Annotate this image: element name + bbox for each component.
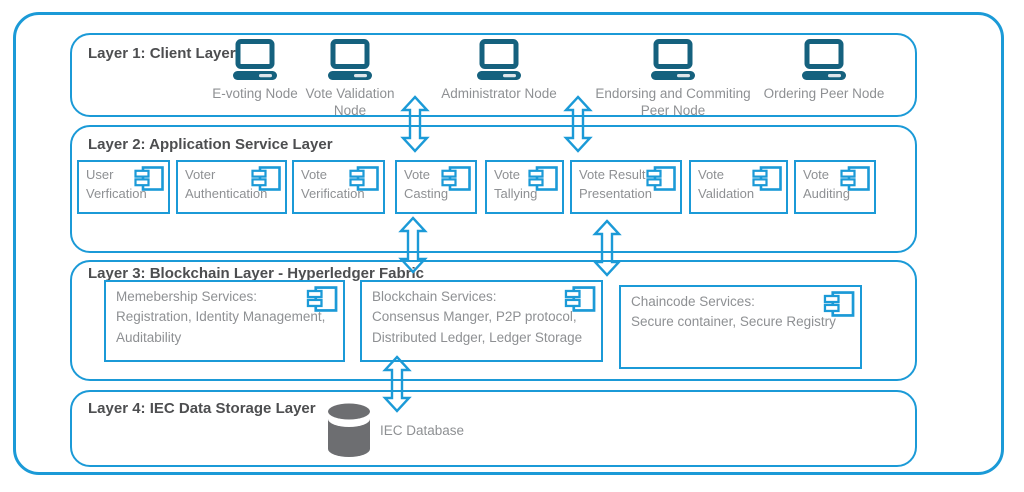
client-node-evoting: E-voting Node [170,39,340,103]
layer1-client-layer: Layer 1: Client Layer E-voting Node Vote… [70,33,917,120]
uml-component-icon [349,166,379,191]
client-node-endorsing-peer: Endorsing and Commiting Peer Node [583,39,763,120]
membership-services-text: Memebership Services: Registration, Iden… [116,289,326,345]
double-headed-arrow-icon [563,95,593,153]
uml-component-icon [564,286,596,312]
uml-component-icon [823,291,855,317]
node-label: Ordering Peer Node [763,86,885,101]
uml-component-icon [251,166,281,191]
service-box-vote-tallying: Vote Tallying [485,160,564,214]
service-box-vote-auditing: Vote Auditing [794,160,876,214]
uml-component-icon [528,166,558,191]
node-label: E-voting Node [212,86,298,101]
double-headed-arrow-icon [592,219,622,277]
service-box-vote-verification: Vote Verification [292,160,385,214]
uml-component-icon [134,166,164,191]
client-node-administrator: Administrator Node [414,39,584,103]
computer-icon [477,39,521,80]
double-headed-arrow-icon [400,95,430,153]
chaincode-services-box: Chaincode Services: Secure container, Se… [619,285,862,369]
uml-component-icon [306,286,338,312]
layer4-title: Layer 4: IEC Data Storage Layer [88,400,316,417]
layer3-title: Layer 3: Blockchain Layer - Hyperledger … [88,265,424,282]
computer-icon [802,39,846,80]
service-box-voter-authentication: Voter Authentication [176,160,287,214]
layer1-title: Layer 1: Client Layer [88,45,236,62]
node-label: Vote Validation Node [305,86,395,118]
blockchain-services-text: Blockchain Services: Consensus Manger, P… [372,289,583,345]
double-headed-arrow-icon [382,355,412,413]
computer-icon [651,39,695,80]
uml-component-icon [441,166,471,191]
layer2-title: Layer 2: Application Service Layer [88,136,333,153]
uml-component-icon [646,166,676,191]
service-label: Vote Tallying [494,167,538,201]
database-label: IEC Database [380,423,465,438]
membership-services-box: Memebership Services: Registration, Iden… [104,280,345,362]
blockchain-services-box: Blockchain Services: Consensus Manger, P… [360,280,603,362]
service-label: Vote Validation [698,167,755,201]
client-node-ordering-peer: Ordering Peer Node [739,39,909,103]
layer3-blockchain-layer: Layer 3: Blockchain Layer - Hyperledger … [70,260,917,381]
node-label: Endorsing and Commiting Peer Node [595,86,751,118]
uml-component-icon [752,166,782,191]
node-label: Administrator Node [441,86,557,101]
double-headed-arrow-icon [398,216,428,274]
service-label: Vote Result Presentation [579,167,652,201]
service-box-user-verfication: User Verfication [77,160,170,214]
client-node-vote-validation: Vote Validation Node [265,39,435,120]
diagram-outer-border [13,12,1004,475]
computer-icon [233,39,277,80]
service-label: User Verfication [86,167,147,201]
service-label: Vote Verification [301,167,365,201]
layer2-application-service-layer: Layer 2: Application Service Layer User … [70,125,917,253]
service-box-vote-validation: Vote Validation [689,160,788,214]
database-cylinder-icon [328,403,370,457]
computer-icon [328,39,372,80]
service-box-vote-casting: Vote Casting [395,160,477,214]
layer4-iec-data-storage-layer: Layer 4: IEC Data Storage Layer IEC Data… [70,390,917,467]
uml-component-icon [840,166,870,191]
service-box-vote-result-presentation: Vote Result Presentation [570,160,682,214]
service-label: Vote Auditing [803,167,850,201]
service-label: Voter Authentication [185,167,268,201]
chaincode-services-text: Chaincode Services: Secure container, Se… [631,294,836,330]
service-label: Vote Casting [404,167,449,201]
